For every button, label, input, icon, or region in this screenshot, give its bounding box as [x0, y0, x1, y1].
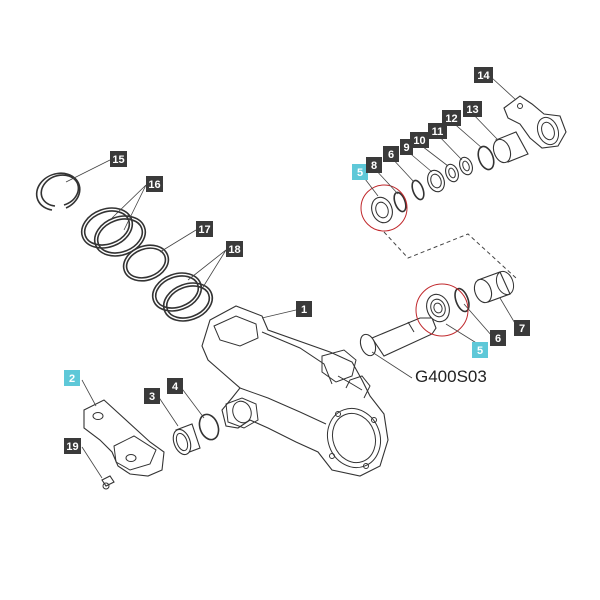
callout-19: 19 [64, 438, 81, 454]
o-ring-4 [198, 413, 220, 441]
svg-text:6: 6 [388, 149, 394, 161]
seal-10 [445, 163, 459, 183]
bracket-2 [83, 399, 165, 477]
callout-7: 7 [514, 320, 530, 336]
axle-housing-1 [201, 305, 389, 477]
snap-ring-6-upper [411, 179, 425, 201]
svg-text:5: 5 [357, 167, 363, 179]
rings-18 [151, 272, 214, 322]
bushing-13 [492, 131, 529, 164]
callout-16: 16 [146, 176, 163, 192]
svg-text:3: 3 [149, 391, 155, 403]
highlight-circle-upper [360, 184, 408, 232]
leader-lines [65, 77, 517, 479]
callout-10: 10 [410, 132, 429, 148]
callout-6-upper: 6 [383, 146, 399, 162]
callout-17: 17 [196, 221, 213, 237]
snap-ring-6-lower [454, 287, 470, 313]
svg-text:2: 2 [69, 373, 75, 385]
snap-ring-8 [393, 191, 407, 213]
svg-text:9: 9 [403, 142, 409, 154]
callout-14: 14 [474, 67, 493, 83]
washer-9 [427, 169, 445, 193]
svg-text:12: 12 [445, 113, 457, 125]
callout-8: 8 [366, 157, 382, 173]
bushing-3 [172, 423, 201, 456]
svg-text:14: 14 [477, 70, 490, 82]
callout-15: 15 [110, 151, 127, 167]
o-ring-12 [477, 145, 495, 171]
assembly-connector-dashed [383, 231, 517, 279]
svg-text:19: 19 [66, 441, 78, 453]
svg-text:13: 13 [466, 104, 478, 116]
callout-11: 11 [428, 123, 447, 139]
svg-text:11: 11 [432, 126, 444, 138]
bearing-11 [459, 156, 473, 176]
diagram-code: G400S03 [415, 367, 487, 386]
svg-text:7: 7 [519, 323, 525, 335]
highlight-circle-lower [415, 283, 469, 337]
callout-12: 12 [442, 110, 461, 126]
svg-text:8: 8 [371, 160, 377, 172]
bearing-5-upper [371, 196, 393, 224]
callout-6-lower: 6 [490, 330, 506, 346]
svg-text:1: 1 [301, 304, 307, 316]
grease-nipple-19 [101, 475, 115, 490]
svg-text:17: 17 [198, 224, 210, 236]
svg-text:10: 10 [413, 135, 425, 147]
callout-18: 18 [226, 241, 243, 257]
bearing-5-lower [426, 293, 450, 323]
callout-9: 9 [400, 139, 413, 155]
rings-16 [80, 207, 147, 257]
callout-2: 2 [64, 370, 80, 386]
svg-text:18: 18 [228, 244, 240, 256]
bushing-7 [473, 270, 515, 304]
support-bracket-14 [503, 95, 567, 149]
svg-text:6: 6 [495, 333, 501, 345]
snap-ring-15 [35, 172, 81, 211]
callout-5-upper: 5 [352, 164, 368, 180]
ring-17 [122, 244, 170, 282]
svg-text:4: 4 [172, 381, 179, 393]
callout-1: 1 [296, 301, 312, 317]
pivot-pin [359, 317, 437, 357]
callout-13: 13 [463, 101, 482, 117]
svg-text:16: 16 [148, 179, 160, 191]
callout-5-lower: 5 [472, 342, 488, 358]
svg-text:5: 5 [477, 345, 483, 357]
callout-3: 3 [144, 388, 160, 404]
callout-4: 4 [167, 378, 183, 394]
svg-text:15: 15 [112, 154, 124, 166]
